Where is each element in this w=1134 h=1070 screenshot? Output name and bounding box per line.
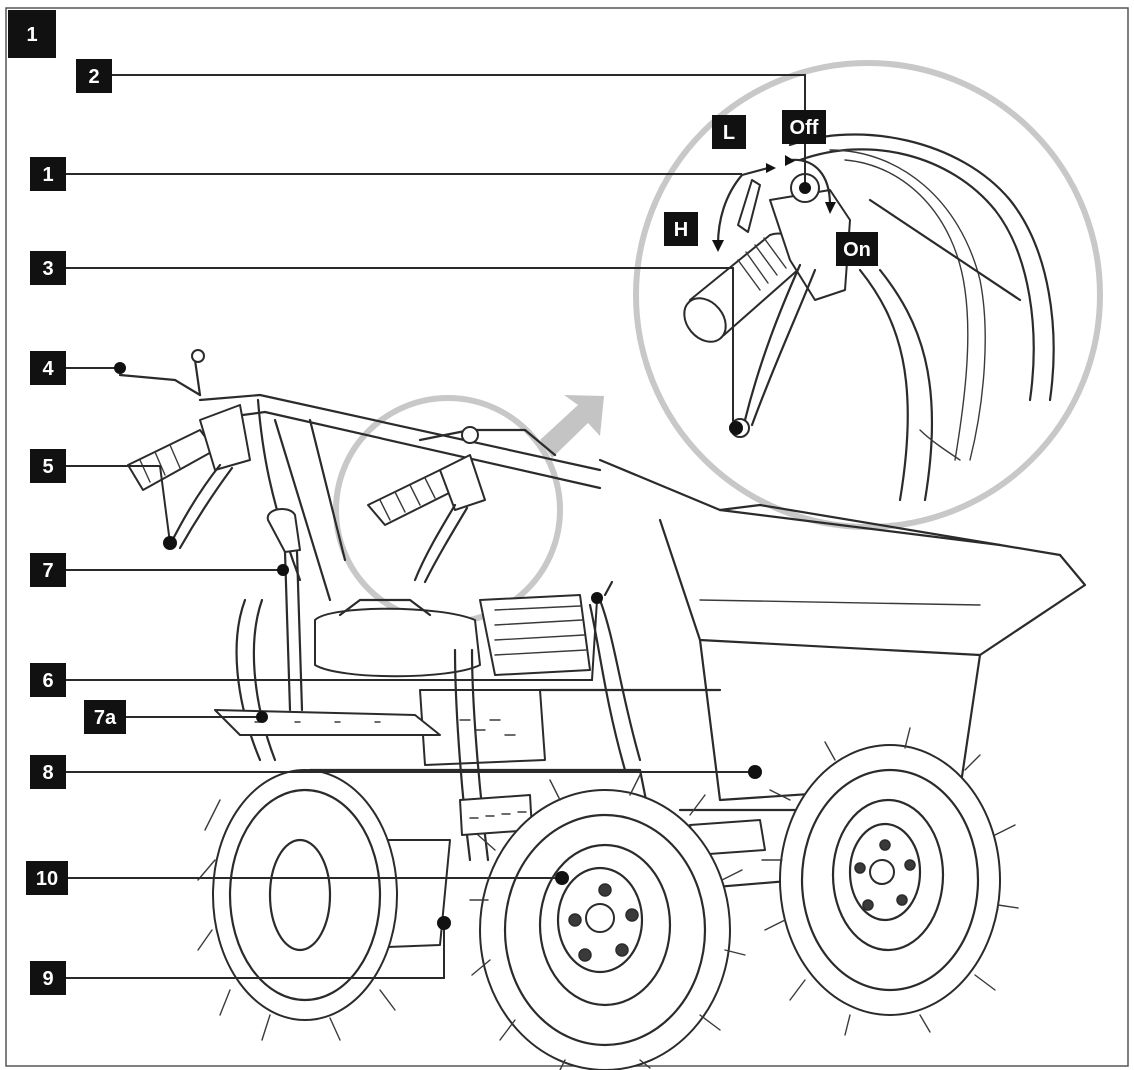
main-handlebar [118, 349, 602, 602]
zoom-arrow [540, 395, 604, 458]
callout-7a: 7a [84, 700, 126, 734]
svg-text:7a: 7a [94, 707, 117, 729]
svg-text:3: 3 [42, 258, 53, 280]
shift-lever [266, 508, 304, 712]
callout-3: 3 [30, 251, 66, 285]
figure-number: 1 [26, 24, 37, 46]
svg-text:7: 7 [42, 560, 53, 582]
callout-9: 9 [30, 961, 66, 995]
svg-text:Off: Off [790, 117, 819, 139]
callout-2: 2 [76, 59, 112, 93]
wheel-front-right [761, 727, 1019, 1036]
callout-10: 10 [26, 861, 68, 895]
switch-label-off: Off [782, 110, 826, 144]
callout-4: 4 [30, 351, 66, 385]
svg-text:5: 5 [42, 456, 53, 478]
machine-drawing [118, 60, 1103, 1070]
svg-text:H: H [674, 219, 688, 241]
engine [214, 580, 642, 862]
svg-text:On: On [843, 239, 871, 261]
wheel-rear-left [197, 769, 398, 1041]
svg-text:6: 6 [42, 670, 53, 692]
figure-frame [5, 7, 1129, 1067]
ring-handle-detail [367, 426, 557, 584]
dumper-skip [538, 458, 1087, 802]
wheel-front-middle [469, 774, 746, 1070]
detail-handlebar [683, 133, 1055, 502]
svg-text:10: 10 [36, 868, 58, 890]
switch-label-on: On [836, 232, 878, 266]
svg-text:9: 9 [42, 968, 53, 990]
callout-5: 5 [30, 449, 66, 483]
figure-number-tab: 1 [8, 10, 56, 58]
svg-text:L: L [723, 122, 735, 144]
svg-text:8: 8 [42, 762, 53, 784]
svg-text:4: 4 [42, 358, 54, 380]
callout-7: 7 [30, 553, 66, 587]
callout-6: 6 [30, 663, 66, 697]
switch-label-l: L [712, 115, 746, 149]
callout-1: 1 [30, 157, 66, 191]
callout-8: 8 [30, 755, 66, 789]
svg-text:1: 1 [42, 164, 53, 186]
detail-zoom-ring [633, 60, 1103, 530]
leader-lines [66, 74, 811, 979]
switch-label-h: H [664, 212, 698, 246]
svg-text:2: 2 [88, 66, 99, 88]
